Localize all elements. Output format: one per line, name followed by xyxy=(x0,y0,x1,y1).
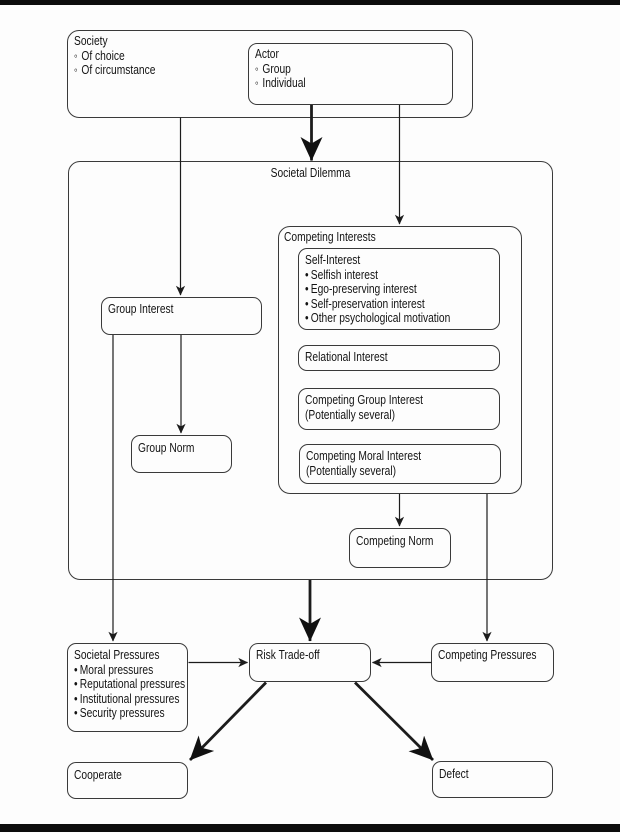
node-title: Cooperate xyxy=(74,768,122,782)
node-competing-moral-interest: Competing Moral Interest (Potentially se… xyxy=(299,444,501,484)
bullet-marker: ◦ xyxy=(255,61,259,76)
bullet-item: •Selfish interest xyxy=(305,267,378,282)
bullet-item: •Self-preservation interest xyxy=(305,296,425,311)
bottom-rule-bar xyxy=(0,824,620,832)
bullet-marker: • xyxy=(74,706,78,721)
bullet-item: ◦Of choice xyxy=(74,48,125,63)
node-competing-norm: Competing Norm xyxy=(349,528,451,568)
node-title: Defect xyxy=(439,767,469,781)
bullet-item: •Reputational pressures xyxy=(74,677,186,692)
bullet-item: ◦Group xyxy=(255,61,291,76)
bullet-item: •Security pressures xyxy=(74,706,165,721)
bullet-marker: • xyxy=(74,677,78,692)
node-societal-dilemma: Societal Dilemma xyxy=(68,161,553,580)
node-title: Group Interest xyxy=(108,302,174,316)
bullet-marker: ◦ xyxy=(255,76,259,91)
node-defect: Defect xyxy=(432,761,553,798)
node-title: Societal Dilemma xyxy=(270,166,351,180)
node-subtitle: (Potentially several) xyxy=(306,463,397,478)
bullet-item: •Ego-preserving interest xyxy=(305,282,417,297)
node-cooperate: Cooperate xyxy=(67,762,188,799)
top-rule-bar xyxy=(0,0,620,5)
node-title: Risk Trade-off xyxy=(256,648,320,662)
node-societal-pressures: Societal Pressures •Moral pressures •Rep… xyxy=(67,643,188,732)
node-risk-tradeoff: Risk Trade-off xyxy=(249,643,371,682)
arrow-risk-tradeoff-to-defect xyxy=(354,681,434,761)
node-title: Self-Interest xyxy=(305,253,361,267)
node-group-norm: Group Norm xyxy=(131,435,232,473)
bullet-marker: • xyxy=(74,691,78,706)
node-group-interest: Group Interest xyxy=(101,297,262,335)
node-title: Societal Pressures xyxy=(74,648,160,662)
node-title: Competing Norm xyxy=(356,534,434,548)
node-competing-interests: Competing Interests xyxy=(278,226,522,494)
node-actor: Actor ◦Group ◦Individual xyxy=(248,43,453,105)
arrow-risk-tradeoff-to-cooperate xyxy=(189,681,267,761)
bullet-item: ◦Of circumstance xyxy=(74,63,156,78)
node-competing-pressures: Competing Pressures xyxy=(431,643,554,682)
node-subtitle: (Potentially several) xyxy=(305,407,396,422)
bullet-marker: ◦ xyxy=(74,48,78,63)
node-title: Relational Interest xyxy=(305,350,388,364)
node-self-interest: Self-Interest •Selfish interest •Ego-pre… xyxy=(298,248,500,330)
bullet-item: ◦Individual xyxy=(255,76,306,91)
node-title: Competing Moral Interest xyxy=(306,449,422,463)
node-title: Competing Interests xyxy=(284,230,376,244)
bullet-item: •Moral pressures xyxy=(74,662,154,677)
node-title: Actor xyxy=(255,47,279,61)
bullet-item: •Institutional pressures xyxy=(74,691,180,706)
node-title: Society xyxy=(74,34,108,48)
node-society: Society ◦Of choice ◦Of circumstance xyxy=(67,30,473,118)
bullet-marker: ◦ xyxy=(74,63,78,78)
node-title: Competing Group Interest xyxy=(305,393,423,407)
bullet-marker: • xyxy=(305,311,309,326)
node-relational-interest: Relational Interest xyxy=(298,345,500,371)
bullet-marker: • xyxy=(305,267,309,282)
bullet-marker: • xyxy=(305,296,309,311)
bullet-marker: • xyxy=(305,282,309,297)
node-title: Competing Pressures xyxy=(438,648,537,662)
bullet-item: •Other psychological motivation xyxy=(305,311,451,326)
bullet-marker: • xyxy=(74,662,78,677)
node-competing-group-interest: Competing Group Interest (Potentially se… xyxy=(298,388,500,430)
node-title: Group Norm xyxy=(138,441,195,455)
